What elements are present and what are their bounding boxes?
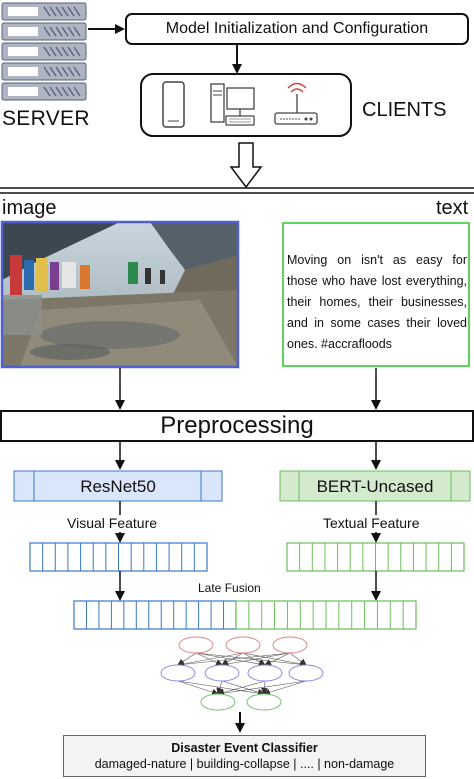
- nn-connection: [177, 652, 291, 668]
- nn-node-hidden: [160, 664, 196, 682]
- nn-node-input: [225, 636, 261, 654]
- textual-feature-label: Textual Feature: [323, 515, 420, 531]
- nn-connection: [289, 652, 307, 666]
- resnet-box: [13, 470, 223, 502]
- classifier-title: Disaster Event Classifier: [171, 741, 318, 755]
- wifi-router-icon: [274, 82, 318, 125]
- vector-frame: [73, 600, 237, 630]
- disaster-photo: [0, 220, 240, 369]
- bert-box: [279, 470, 471, 502]
- nn-connection: [263, 680, 307, 696]
- neural-network-icon: [160, 636, 324, 711]
- nn-connection: [177, 652, 244, 668]
- nn-connection: [195, 652, 307, 668]
- clients-label: CLIENTS: [362, 99, 447, 121]
- resnet-label: ResNet50: [80, 476, 156, 496]
- nn-connection: [217, 680, 266, 696]
- visual-feature-vector: [29, 542, 208, 572]
- image-label: image: [2, 197, 57, 219]
- server-label: SERVER: [2, 107, 90, 130]
- nn-node-hidden: [204, 664, 240, 682]
- text-label: text: [436, 197, 469, 219]
- nn-connection: [221, 680, 265, 696]
- nn-connection: [195, 652, 266, 668]
- nn-connection: [242, 652, 307, 668]
- visual-feature-label: Visual Feature: [67, 515, 158, 531]
- late-fusion-vector: [73, 600, 417, 630]
- config-label: Model Initialization and Configuration: [165, 20, 429, 37]
- smartphone-icon: [162, 81, 185, 128]
- nn-connection: [217, 680, 307, 697]
- nn-connection: [177, 680, 265, 697]
- preprocessing-label: Preprocessing: [160, 412, 314, 439]
- server-icon: [1, 2, 87, 101]
- nn-node-output: [200, 693, 236, 711]
- desktop-computer-icon: [210, 83, 255, 126]
- clients-to-data-hollow-arrow: [229, 142, 263, 189]
- preprocessing-box: [0, 410, 474, 442]
- nn-node-output: [246, 693, 282, 711]
- nn-connection: [242, 652, 266, 666]
- late-fusion-label: Late Fusion: [198, 581, 261, 595]
- bert-label: BERT-Uncased: [316, 476, 434, 496]
- config-box: [125, 13, 469, 45]
- nn-connection: [221, 652, 291, 668]
- nn-node-hidden: [288, 664, 324, 682]
- tweet-text-box: Moving on isn't as easy for those who ha…: [282, 222, 470, 367]
- tweet-text: Moving on isn't as easy for those who ha…: [287, 253, 467, 351]
- nn-node-input: [272, 636, 308, 654]
- classifier-box: Disaster Event Classifier damaged-nature…: [63, 735, 426, 777]
- nn-connection: [264, 652, 291, 666]
- textual-feature-vector: [286, 542, 465, 572]
- nn-node-input: [178, 636, 214, 654]
- nn-node-hidden: [247, 664, 283, 682]
- classifier-classes: damaged-nature | building-collapse | ...…: [94, 757, 395, 771]
- nn-connection: [260, 680, 268, 695]
- nn-connection: [177, 680, 219, 696]
